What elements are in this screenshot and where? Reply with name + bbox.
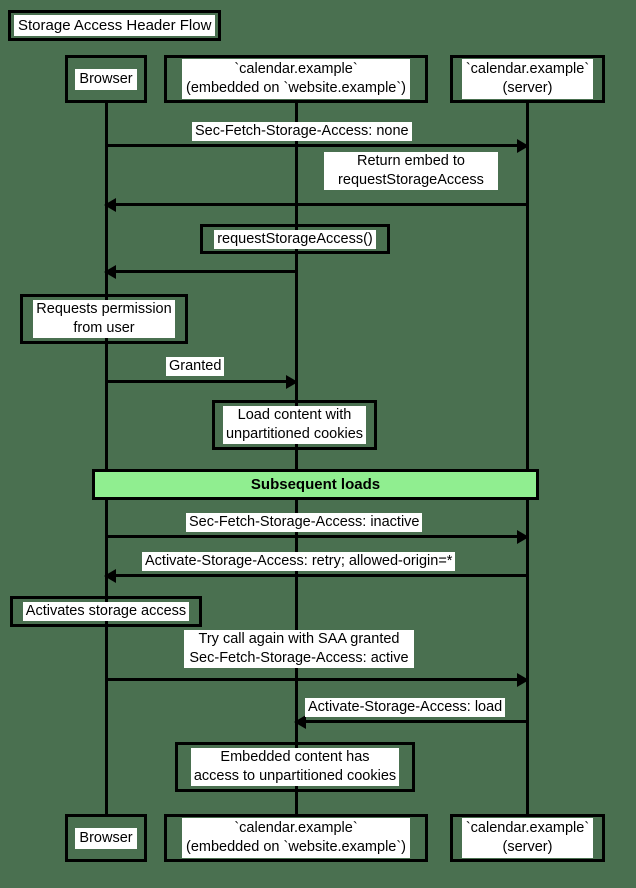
note-text-embedded-content-access: Embedded content has access to unpartiti… xyxy=(190,748,400,786)
note-text-activates-storage-access: Activates storage access xyxy=(22,602,190,621)
message-line-activate-retry xyxy=(106,574,527,577)
arrowhead-granted xyxy=(286,374,298,389)
lifeline-embed xyxy=(295,103,298,815)
participant-label-server-bottom: `calendar.example` (server) xyxy=(461,818,594,858)
arrowhead-sec-fetch-none xyxy=(517,138,529,153)
message-line-request-storage-access xyxy=(106,270,296,273)
note-text-requests-permission: Requests permission from user xyxy=(33,300,175,338)
message-label-request-storage-access: requestStorageAccess() xyxy=(214,229,376,249)
message-label-sec-fetch-none: Sec-Fetch-Storage-Access: none xyxy=(192,122,412,141)
participant-label-embed: `calendar.example` (embedded on `website… xyxy=(181,59,411,99)
participant-label-browser: Browser xyxy=(75,68,137,90)
note-requests-permission: Requests permission from user xyxy=(20,294,188,344)
diagram-title-box: Storage Access Header Flow xyxy=(8,10,222,41)
diagram-title: Storage Access Header Flow xyxy=(14,15,216,36)
arrowhead-sec-fetch-inactive xyxy=(517,529,529,544)
section-label-subsequent-loads: Subsequent loads xyxy=(250,476,381,493)
section-band-subsequent-loads: Subsequent loads xyxy=(92,469,539,500)
participant-box-server-top[interactable]: `calendar.example` (server) xyxy=(450,55,605,103)
participant-label-embed-bottom: `calendar.example` (embedded on `website… xyxy=(181,818,411,858)
participant-label-browser-bottom: Browser xyxy=(75,827,137,849)
arrowhead-activate-retry xyxy=(104,568,116,583)
message-label-activate-retry: Activate-Storage-Access: retry; allowed-… xyxy=(142,552,456,571)
lifeline-browser xyxy=(105,103,108,815)
participant-box-embed-top[interactable]: `calendar.example` (embedded on `website… xyxy=(164,55,428,103)
arrowhead-try-call-again xyxy=(517,672,529,687)
arrowhead-request-storage-access xyxy=(104,264,116,279)
message-label-sec-fetch-inactive: Sec-Fetch-Storage-Access: inactive xyxy=(186,513,423,532)
note-activates-storage-access: Activates storage access xyxy=(10,596,202,627)
note-load-content: Load content with unpartitioned cookies xyxy=(212,400,377,450)
arrowhead-return-embed xyxy=(104,197,116,212)
participant-box-browser-bottom[interactable]: Browser xyxy=(65,814,147,862)
message-line-return-embed xyxy=(106,203,527,206)
message-label-return-embed: Return embed to requestStorageAccess xyxy=(324,152,498,190)
message-line-granted xyxy=(106,380,288,383)
message-label-try-call-again: Try call again with SAA granted Sec-Fetc… xyxy=(184,630,414,668)
message-line-sec-fetch-none xyxy=(106,144,519,147)
message-line-try-call-again xyxy=(106,678,519,681)
message-label-granted: Granted xyxy=(166,357,225,376)
arrowhead-activate-load xyxy=(294,714,306,729)
message-box-request-storage-access: requestStorageAccess() xyxy=(200,224,390,254)
message-label-activate-load: Activate-Storage-Access: load xyxy=(305,698,506,717)
message-line-activate-load xyxy=(296,720,527,723)
participant-box-server-bottom[interactable]: `calendar.example` (server) xyxy=(450,814,605,862)
lifeline-server xyxy=(526,103,529,815)
participant-box-browser-top[interactable]: Browser xyxy=(65,55,147,103)
participant-box-embed-bottom[interactable]: `calendar.example` (embedded on `website… xyxy=(164,814,428,862)
message-line-sec-fetch-inactive xyxy=(106,535,519,538)
note-text-load-content: Load content with unpartitioned cookies xyxy=(222,406,367,444)
participant-label-server: `calendar.example` (server) xyxy=(461,59,594,99)
note-embedded-content-access: Embedded content has access to unpartiti… xyxy=(175,742,415,792)
